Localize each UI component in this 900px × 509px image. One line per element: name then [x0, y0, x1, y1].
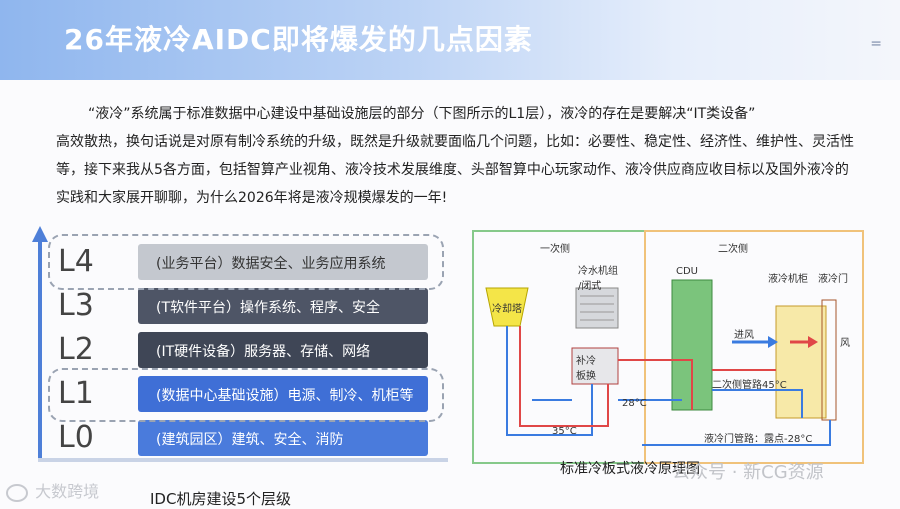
- page-title: 26年液冷AIDC即将爆发的几点因素: [64, 23, 533, 56]
- layer-tag: L4: [58, 244, 94, 279]
- liquid-cooling-diagram: 一次侧 二次侧 冷却塔 冷水机组 /闭式 补冷 板换 CDU 液冷机柜 液冷门 …: [472, 230, 872, 464]
- layer-bar: (T软件平台）操作系统、程序、安全: [138, 288, 428, 324]
- horizontal-axis: [38, 458, 448, 462]
- outlet-label: 风: [840, 338, 850, 349]
- layer-stack: L4 (业务平台）数据安全、业务应用系统 L3 (T软件平台）操作系统、程序、安…: [8, 226, 448, 471]
- dashed-frame-top: [48, 234, 444, 290]
- layer-text: (IT硬件设备）服务器、存储、网络: [156, 344, 371, 360]
- cooling-tower-label: 冷却塔: [492, 304, 522, 315]
- watermark-right-text: 公众号 · 新CG资源: [672, 462, 824, 483]
- makeup-label: 补冷 板换: [576, 356, 596, 382]
- layer-l2: L2 (IT硬件设备）服务器、存储、网络: [48, 330, 448, 370]
- layer-text: (T软件平台）操作系统、程序、安全: [156, 300, 381, 316]
- intro-line1: “液冷”系统属于标准数据中心建设中基础设施层的部分（下图所示的L1层），液冷的存…: [88, 106, 756, 122]
- menu-icon[interactable]: =: [870, 36, 882, 52]
- watermark-left: 大数跨境: [6, 478, 99, 502]
- layer-l4: L4 (业务平台）数据安全、业务应用系统: [48, 242, 448, 282]
- door-label: 液冷门: [818, 274, 848, 285]
- intro-paragraph: “液冷”系统属于标准数据中心建设中基础设施层的部分（下图所示的L1层），液冷的存…: [56, 100, 856, 212]
- layer-bar: (数据中心基础设施）电源、制冷、机柜等: [138, 376, 428, 412]
- temp-35-label: 35°C: [552, 426, 577, 437]
- vertical-axis: [38, 240, 42, 462]
- layer-text: (建筑园区）建筑、安全、消防: [156, 432, 344, 448]
- arrow-up-icon: [32, 226, 48, 242]
- dashed-frame-middle: [48, 368, 444, 422]
- watermark-right: 公众号 · 新CG资源: [672, 458, 824, 484]
- diagram-caption: 标准冷板式液冷原理图: [560, 461, 700, 477]
- intro-rest: 高效散热，换句话说是对原有制冷系统的升级，既然是升级就要面临几个问题，比如：必要…: [56, 134, 854, 206]
- logo-icon: [6, 483, 28, 502]
- inlet-label: 进风: [734, 330, 754, 341]
- layer-text: (数据中心基础设施）电源、制冷、机柜等: [156, 388, 414, 404]
- secondary-side-box: [644, 230, 864, 464]
- primary-side-label: 一次侧: [540, 244, 570, 255]
- layer-tag: L1: [58, 376, 94, 411]
- plate-exchanger-shape: [571, 347, 619, 385]
- layer-l0: L0 (建筑园区）建筑、安全、消防: [48, 418, 448, 458]
- header-banner: 26年液冷AIDC即将爆发的几点因素 =: [0, 0, 900, 80]
- layer-tag: L2: [58, 332, 94, 367]
- chiller-label: 冷水机组 /闭式: [578, 266, 618, 292]
- layer-l1: L1 (数据中心基础设施）电源、制冷、机柜等: [48, 374, 448, 414]
- chiller-shape: [575, 287, 619, 329]
- layer-bar: (业务平台）数据安全、业务应用系统: [138, 244, 428, 280]
- stack-caption: IDC机房建设5个层级: [150, 490, 291, 508]
- watermark-left-text: 大数跨境: [35, 482, 100, 501]
- layer-tag: L3: [58, 288, 94, 323]
- door-pipe-label: 液冷门管路：露点-28°C: [704, 434, 813, 445]
- cdu-label: CDU: [676, 266, 699, 277]
- diagram-pipes: [485, 279, 837, 446]
- layer-bar: (IT硬件设备）服务器、存储、网络: [138, 332, 428, 368]
- temp-28-label: 28°C: [622, 398, 647, 409]
- layer-l3: L3 (T软件平台）操作系统、程序、安全: [48, 286, 448, 326]
- rack-label: 液冷机柜: [768, 274, 808, 285]
- layer-tag: L0: [58, 420, 94, 455]
- layer-bar: (建筑园区）建筑、安全、消防: [138, 420, 428, 456]
- secondary-side-label: 二次侧: [718, 244, 748, 255]
- secondary-pipe-label: 二次侧管路45°C: [712, 380, 787, 391]
- layer-text: (业务平台）数据安全、业务应用系统: [156, 256, 386, 272]
